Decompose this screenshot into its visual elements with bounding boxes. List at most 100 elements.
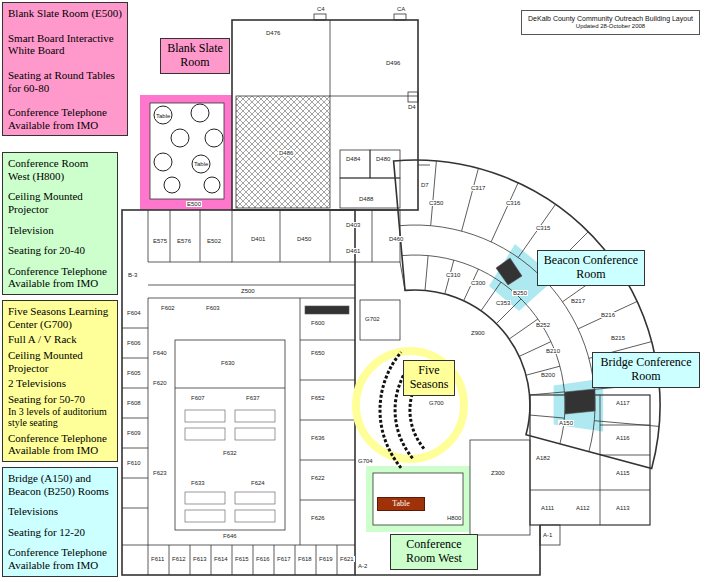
room-number: D476 bbox=[265, 30, 281, 36]
room-number: D496 bbox=[385, 60, 401, 66]
room-number: D460 bbox=[388, 236, 404, 242]
room-number: F626 bbox=[310, 515, 326, 521]
room-number: Z500 bbox=[240, 288, 256, 294]
round-table bbox=[171, 129, 189, 147]
node-text: Televisions bbox=[8, 505, 112, 518]
map-title: DeKalb County Community Outreach Buildin… bbox=[528, 14, 693, 23]
room-number: F608 bbox=[126, 400, 142, 406]
node-text: Blank Slate Room bbox=[165, 42, 225, 70]
wall bbox=[300, 380, 355, 381]
room-number: A116 bbox=[615, 435, 631, 441]
room-number: A115 bbox=[615, 470, 631, 476]
wall bbox=[232, 210, 400, 262]
wall bbox=[211, 545, 212, 575]
room-number: F650 bbox=[310, 350, 326, 356]
wall bbox=[300, 420, 355, 421]
room-number: B-3 bbox=[127, 272, 138, 278]
room-number: F622 bbox=[310, 475, 326, 481]
wall bbox=[236, 96, 330, 208]
room-number: F603 bbox=[205, 305, 221, 311]
room-number: D403 bbox=[345, 222, 361, 228]
node-text: Ceiling Mounted Projector bbox=[8, 349, 112, 374]
wall bbox=[232, 20, 418, 210]
round-table bbox=[204, 177, 220, 193]
room-number: F620 bbox=[152, 380, 168, 386]
node-text: Five Seasons Learning Center (G700) bbox=[8, 305, 112, 330]
room-number: C353 bbox=[495, 300, 511, 306]
room-highlight bbox=[366, 466, 470, 532]
wall bbox=[253, 545, 254, 575]
title-box: DeKalb County Community Outreach Buildin… bbox=[521, 10, 700, 35]
wall bbox=[148, 262, 232, 263]
wall bbox=[122, 14, 660, 575]
room-number: F633 bbox=[190, 480, 206, 486]
room-number: D461 bbox=[345, 248, 361, 254]
room-number: C315 bbox=[535, 225, 551, 231]
node-text: Full A / V Rack bbox=[8, 333, 112, 346]
room-number: A113 bbox=[615, 505, 631, 511]
room-number: B210 bbox=[545, 348, 561, 354]
node-text: Conference Telephone Available from IMO bbox=[8, 546, 112, 571]
furniture bbox=[235, 510, 275, 522]
room-tag: Blank Slate Room bbox=[160, 38, 230, 74]
room-number: F618 bbox=[297, 556, 313, 562]
wall bbox=[148, 298, 355, 299]
wall bbox=[530, 490, 600, 491]
room-number: H800 bbox=[446, 515, 462, 521]
room-number: F606 bbox=[126, 340, 142, 346]
node-text: Seating for 20-40 bbox=[8, 244, 112, 257]
room-number: D4 bbox=[407, 104, 417, 110]
room-tag: Beacon Conference Room bbox=[537, 250, 645, 286]
room-number: F624 bbox=[250, 480, 266, 486]
room-number: D484 bbox=[345, 156, 361, 162]
room-number: B200 bbox=[540, 372, 556, 378]
furniture bbox=[185, 258, 595, 522]
round-table bbox=[191, 104, 209, 122]
room-number: F623 bbox=[152, 470, 168, 476]
room-tag: Conference Room West bbox=[390, 534, 478, 570]
node-text: Conference Telephone Available from IMO bbox=[8, 265, 112, 290]
wall bbox=[170, 210, 171, 262]
wall bbox=[175, 340, 285, 530]
wall bbox=[122, 478, 148, 479]
wall bbox=[372, 210, 373, 262]
round-table bbox=[192, 155, 210, 173]
room-number: F614 bbox=[213, 556, 229, 562]
room-number: C317 bbox=[470, 185, 486, 191]
wall bbox=[122, 328, 148, 329]
room-number: F602 bbox=[160, 305, 176, 311]
node-text: Bridge Conference Room bbox=[597, 356, 695, 384]
node-text: Television bbox=[8, 224, 112, 237]
room-number: B250 bbox=[512, 290, 528, 296]
room-number: F619 bbox=[318, 556, 334, 562]
room-number: E576 bbox=[176, 238, 192, 244]
room-number: D401 bbox=[250, 236, 266, 242]
wall bbox=[314, 14, 326, 20]
node-text: Conference Telephone Available from IMO bbox=[8, 432, 112, 457]
wall bbox=[122, 545, 355, 546]
wall bbox=[200, 210, 201, 262]
room-number: F640 bbox=[152, 350, 168, 356]
node-text: Smart Board Interactive White Board bbox=[8, 32, 122, 57]
room-number: E500 bbox=[186, 201, 202, 207]
room-number: A111 bbox=[540, 505, 555, 511]
room-number: F615 bbox=[234, 556, 250, 562]
node-text: Five Seasons bbox=[408, 364, 450, 392]
room-number: C316 bbox=[505, 200, 521, 206]
wall bbox=[122, 418, 148, 419]
wall bbox=[122, 210, 355, 575]
node-text: Bridge (A150) and Beacon (B250) Rooms bbox=[8, 472, 112, 497]
node-text: Conference Telephone Available from IMO bbox=[8, 106, 122, 131]
room-number: G704 bbox=[357, 458, 374, 464]
room-tag: Bridge Conference Room bbox=[592, 352, 700, 388]
furniture bbox=[235, 410, 275, 422]
auditorium-ring bbox=[356, 351, 464, 459]
round-table bbox=[154, 104, 223, 193]
wall bbox=[300, 500, 355, 501]
room-number: F613 bbox=[192, 556, 208, 562]
wall bbox=[340, 150, 370, 178]
room-highlight bbox=[140, 95, 232, 210]
wall bbox=[122, 358, 148, 359]
room-number: A-1 bbox=[542, 532, 553, 538]
room-number: E502 bbox=[206, 238, 222, 244]
